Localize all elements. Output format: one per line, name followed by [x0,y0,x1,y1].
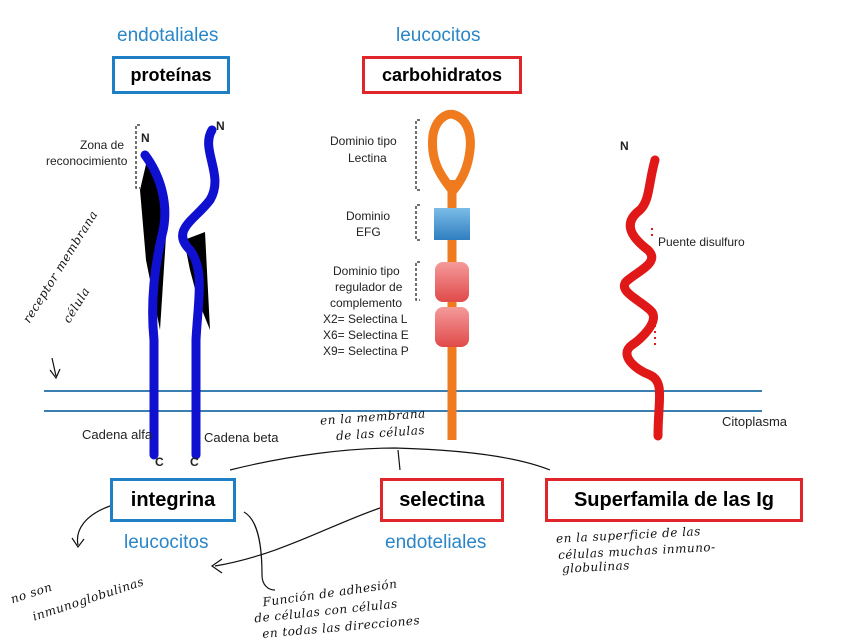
lectin-label-line1: Dominio tipo [330,134,397,148]
selectin-lectin-loop [427,109,475,195]
integrin-arrow-head [71,537,85,549]
left-top-caption: endotaliales [117,25,219,46]
selectin-regulator-domain-2 [435,307,469,347]
selectin-p-label: X9= Selectina P [323,344,409,358]
selectin-arrow [214,507,381,567]
integrin-beta-chain [178,125,220,460]
regulator-label-line1: Dominio tipo [333,264,400,278]
connector-down [397,449,401,471]
lectin-bracket [415,119,420,191]
lectin-label-line2: Lectina [348,151,387,165]
selectin-box: selectina [380,478,504,522]
egf-bracket [415,204,420,241]
zone-bracket [135,124,140,189]
selectin-egf-domain [434,208,470,240]
regulator-bracket [415,261,420,301]
regulator-label-line2: regulador de [335,280,403,294]
integrin-box: integrina [110,478,236,522]
integrin-arrow [76,505,111,546]
ig-disulfide-dots [651,228,656,345]
ig-n-label: N [620,139,629,153]
function-bracket [243,511,276,591]
ig-superfamily-box: Superfamila de las Ig [545,478,803,522]
carbohydrates-box: carbohidratos [362,56,522,94]
integrin-alpha-chain [140,150,170,460]
disulfide-label: Puente disulfuro [658,235,745,249]
chain-alpha-label: Cadena alfa [82,427,153,442]
right-top-caption: leucocitos [396,25,481,46]
egf-label-line1: Dominio [346,209,391,223]
integrin-c-right: C [190,455,199,469]
zone-label-line1: Zona de [80,138,125,152]
egf-label-line2: EFG [356,225,381,239]
integrin-n-left: N [141,131,150,145]
connector-lines [229,447,551,471]
integrin-c-left: C [155,455,164,469]
selectin-l-label: X2= Selectina L [323,312,408,326]
selectin-caption: endoteliales [385,532,487,553]
selectin-regulator-domain-1 [435,262,469,302]
integrin-caption: leucocitos [124,532,209,553]
zone-label-line2: reconocimiento [46,154,128,168]
selectin-arrow-head [210,558,223,574]
ig-chain [620,155,665,441]
proteins-box: proteínas [112,56,230,94]
receptor-arrow [51,357,57,377]
cytoplasm-label: Citoplasma [722,414,788,429]
chain-beta-label: Cadena beta [204,430,279,445]
regulator-label-line3: complemento [330,296,403,310]
selectin-e-label: X6= Selectina E [323,328,409,342]
receptor-arrow-head [49,368,61,380]
integrin-n-right: N [216,119,225,133]
